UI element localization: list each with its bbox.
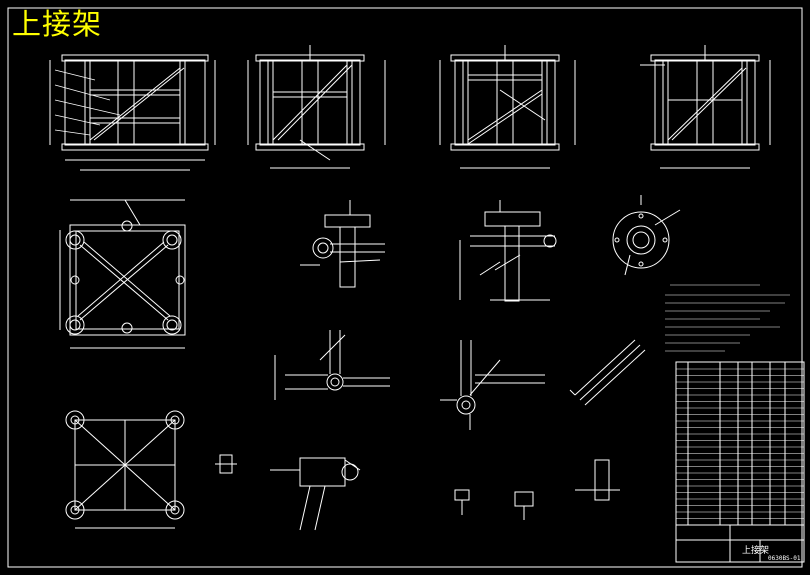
elevation-view-2: [247, 45, 386, 169]
drawing-title: 上接架: [12, 7, 103, 41]
title-block: [675, 524, 805, 563]
technical-notes: [665, 284, 790, 352]
parts-list-rows: [676, 368, 804, 519]
plate-detail-h: [575, 459, 620, 501]
bracket-detail: [270, 457, 361, 531]
plan-view: [59, 199, 186, 349]
detail-view-b: [459, 200, 557, 302]
pin-detail-g: [514, 491, 534, 520]
part-detail-e: [215, 454, 237, 474]
parts-list: [675, 361, 805, 563]
brace-detail: [569, 339, 646, 406]
elevation-view-3: [439, 45, 576, 169]
title-block-name: 上接架: [742, 544, 769, 556]
flange-detail: [612, 195, 681, 276]
joint-detail-c: [274, 330, 390, 400]
title-block-number: 0630BS-01: [768, 555, 801, 562]
joint-detail-d: [440, 340, 545, 430]
elevation-view-4: [640, 45, 771, 169]
elevation-view-1: [49, 54, 216, 171]
pin-detail-f: [454, 489, 470, 515]
detail-view-a: [300, 200, 385, 288]
sheet-border: [7, 7, 803, 568]
anchor-plan: [65, 410, 185, 529]
